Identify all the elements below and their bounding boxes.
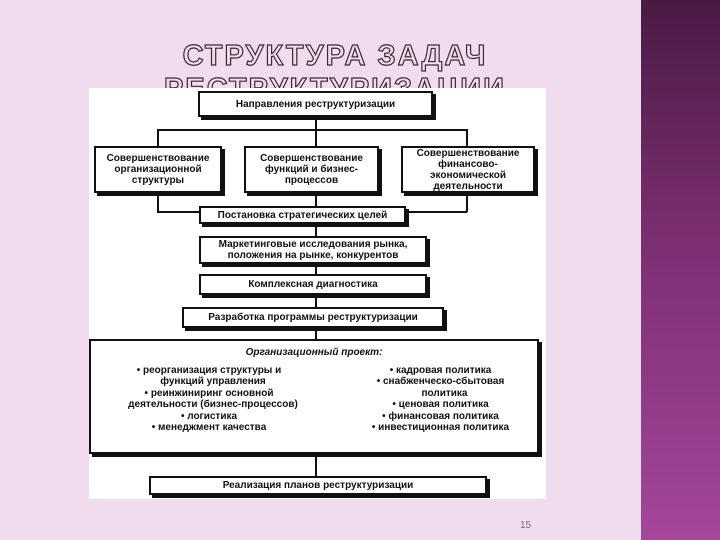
goals-box: Постановка стратегических целей — [199, 206, 406, 224]
project-list-right: кадровая политика снабженческо-сбытовая … — [353, 365, 528, 433]
branch-box-org-structure: Совершенствование организационной структ… — [94, 146, 222, 193]
list-item: логистика — [115, 411, 303, 422]
connector — [315, 224, 317, 236]
list-item: реорганизация структуры и функций управл… — [115, 365, 303, 388]
connector — [315, 454, 317, 476]
project-title: Организационный проект: — [245, 347, 383, 358]
page-number: 15 — [520, 520, 532, 531]
list-item: реинжиниринг основной деятельности (бизн… — [115, 388, 303, 411]
list-item: финансовая политика — [353, 411, 528, 422]
branch-box-finance: Совершенствование финансово-экономическо… — [401, 146, 535, 193]
connector — [315, 328, 317, 339]
marketing-box: Маркетинговые исследования рынка, положе… — [199, 236, 427, 264]
connector — [315, 129, 317, 146]
decorative-side-panel — [641, 0, 720, 540]
list-item: ценовая политика — [353, 399, 528, 410]
project-box: Организационный проект: реорганизация ст… — [89, 339, 539, 454]
restructuring-diagram: Направления реструктуризации Совершенств… — [89, 88, 546, 499]
list-item: менеджмент качества — [115, 422, 303, 433]
connector — [315, 295, 317, 307]
project-list-left: реорганизация структуры и функций управл… — [115, 365, 303, 433]
branch-box-functions: Совершенствование функций и бизнес-проце… — [244, 146, 379, 193]
list-item: снабженческо-сбытовая политика — [353, 376, 528, 399]
connector — [157, 129, 467, 131]
diagnostics-box: Комплексная диагностика — [199, 274, 427, 295]
connector — [466, 129, 468, 146]
list-item: кадровая политика — [353, 365, 528, 376]
list-item: инвестиционная политика — [353, 422, 528, 433]
program-box: Разработка программы реструктуризации — [182, 307, 444, 328]
connector — [466, 194, 468, 212]
connector — [157, 194, 159, 212]
connector — [315, 118, 317, 130]
connector — [315, 194, 317, 206]
top-box: Направления реструктуризации — [198, 91, 433, 117]
connector — [157, 129, 159, 146]
connector — [315, 264, 317, 274]
implementation-box: Реализация планов реструктуризации — [149, 476, 487, 495]
